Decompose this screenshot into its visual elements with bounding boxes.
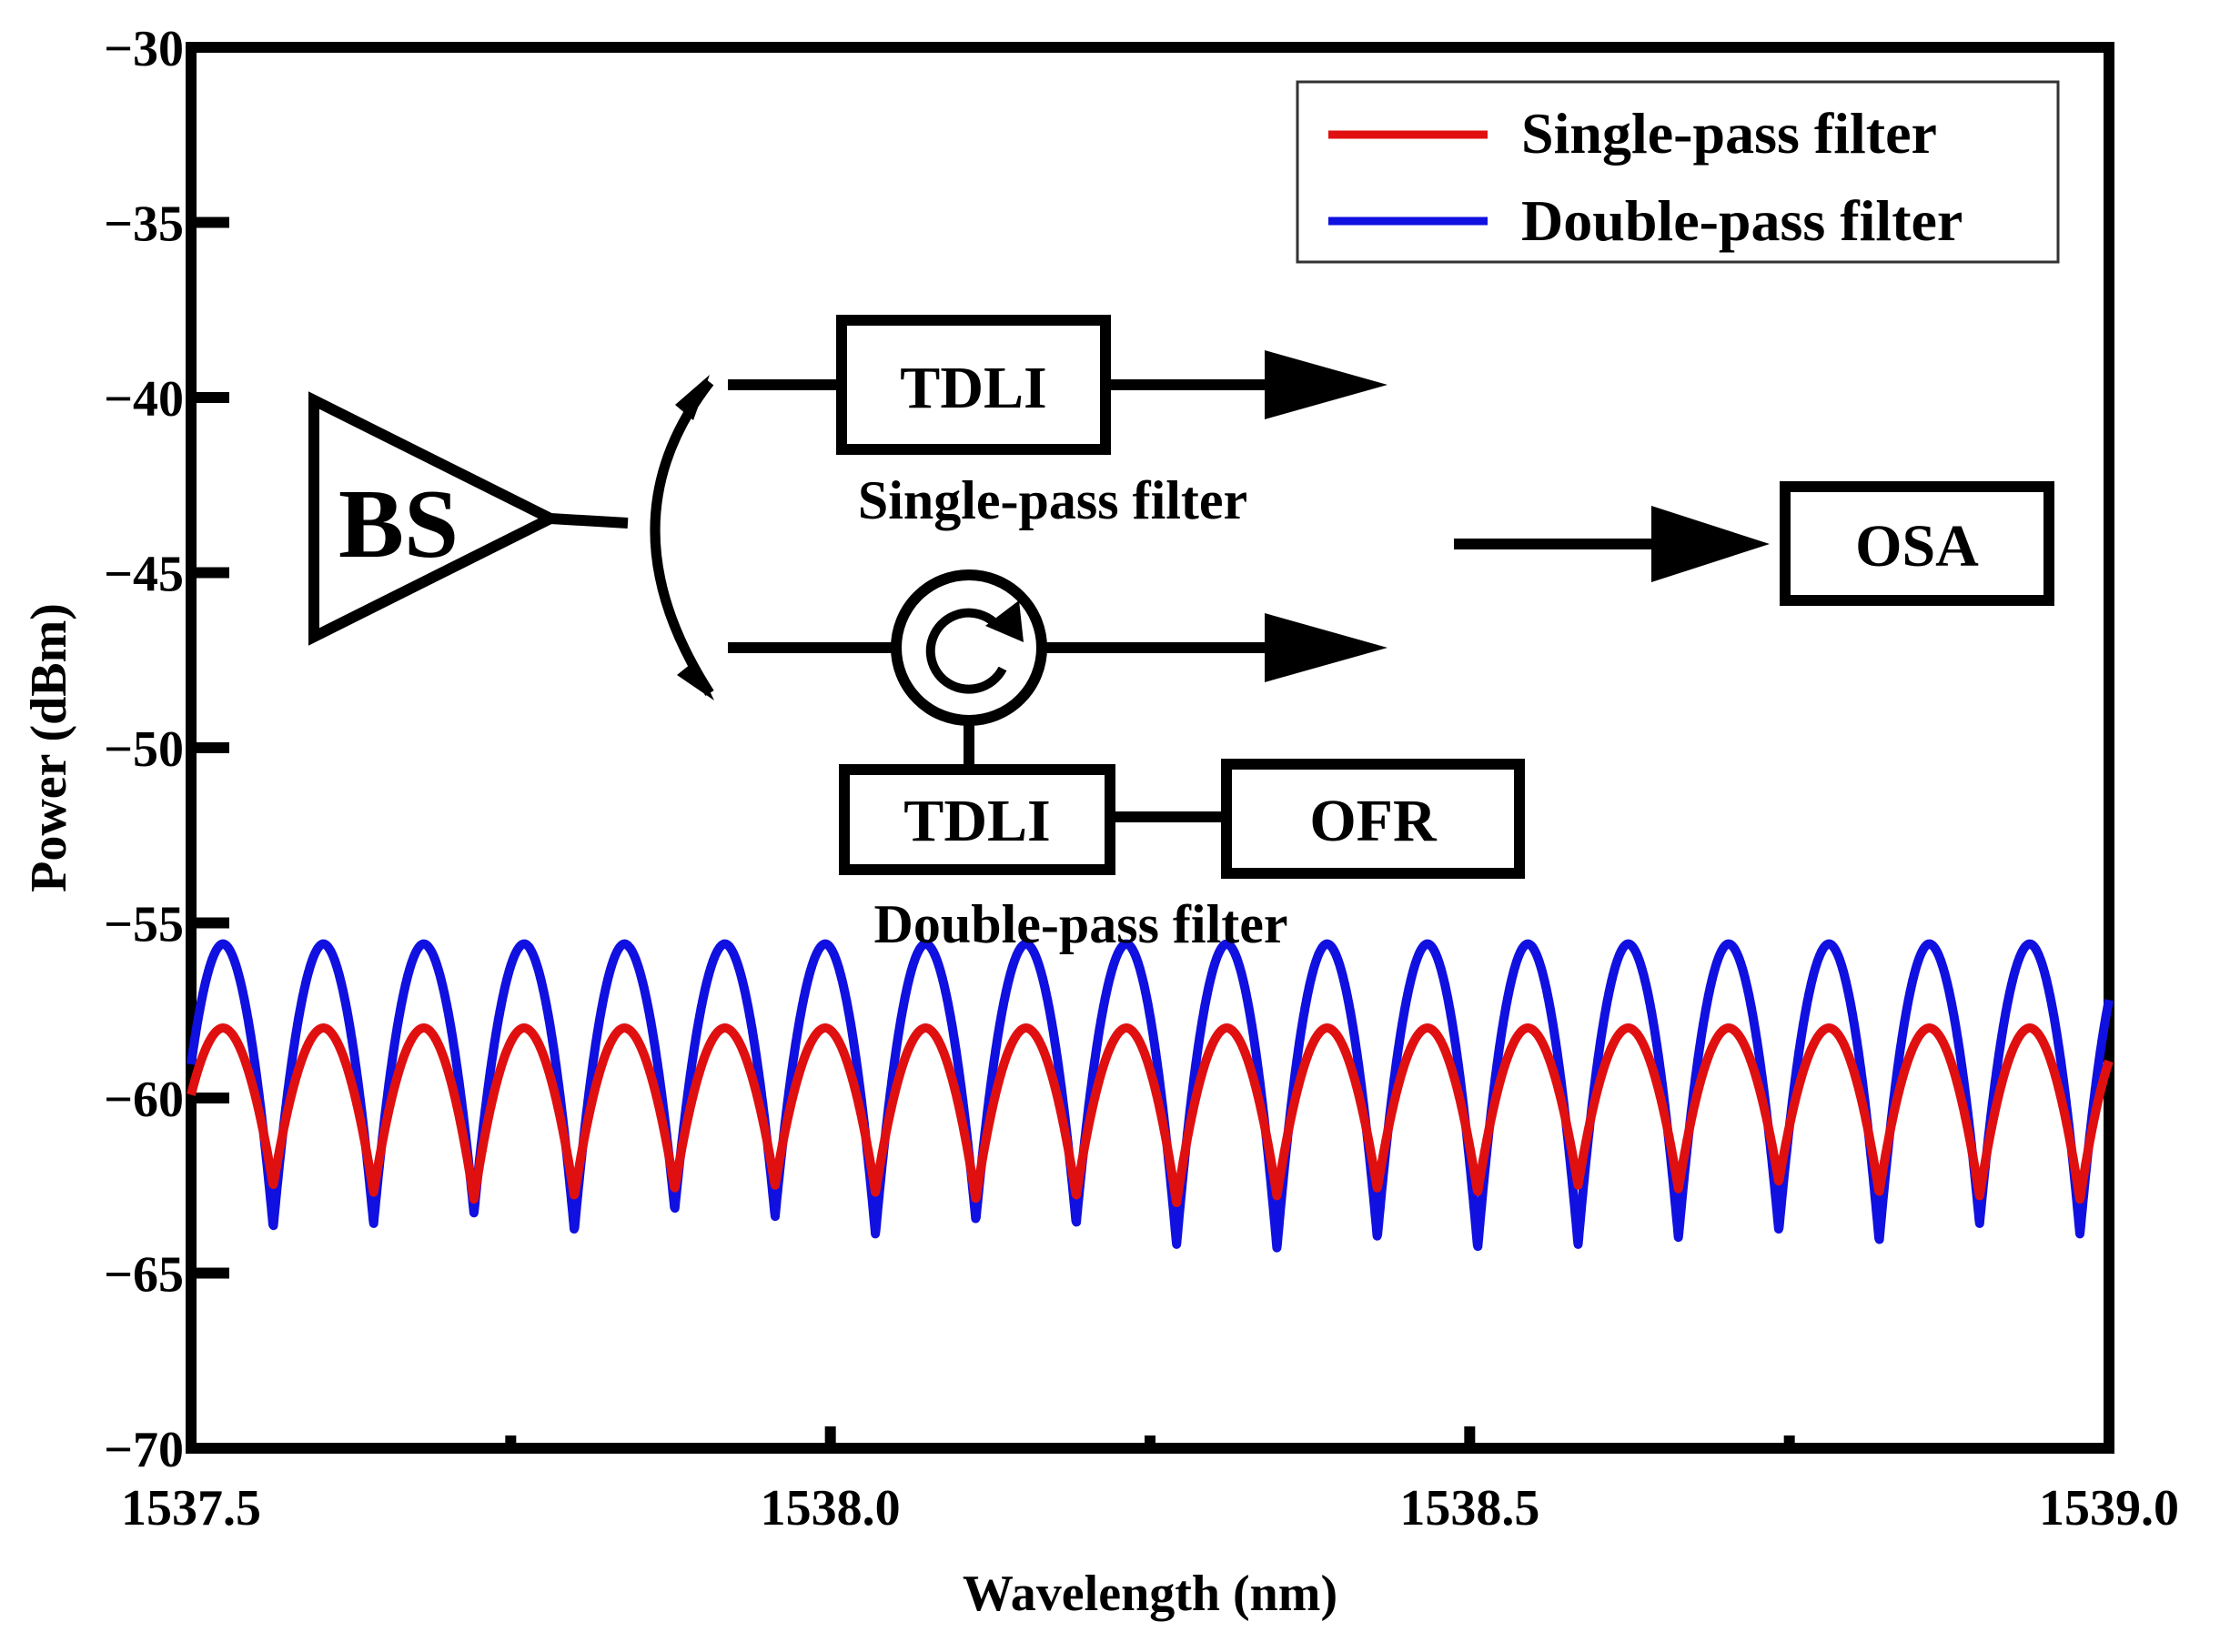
bs-triangle	[308, 391, 563, 646]
y-tick-label: −45	[104, 547, 184, 603]
y-tick-label: −65	[104, 1247, 184, 1304]
legend-label-double-pass: Double-pass filter	[1521, 188, 1963, 253]
tdli-bottom-label: TDLI	[903, 788, 1050, 854]
y-tick-label: −35	[104, 196, 184, 253]
circulator-arrow	[925, 608, 1007, 694]
series-line-single-pass	[187, 1023, 2114, 1207]
osa-label: OSA	[1855, 513, 1979, 579]
x-tick-label: 1538.5	[1399, 1480, 1539, 1536]
tdli-top-label: TDLI	[900, 355, 1046, 421]
circulator	[891, 569, 1047, 726]
x-axis-title: Wavelength (nm)	[963, 1566, 1337, 1622]
legend-label-single-pass: Single-pass filter	[1521, 101, 1937, 166]
y-tick-label: −30	[104, 21, 184, 77]
ofr-box	[1221, 759, 1525, 879]
x-tick-label: 1539.0	[2039, 1480, 2179, 1536]
y-axis-title: Power (dBm)	[21, 603, 77, 892]
y-tick-label: −50	[104, 721, 184, 778]
bs-output-line	[550, 513, 629, 529]
y-tick-label: −40	[104, 371, 184, 428]
y-tick-label: −55	[104, 897, 184, 953]
x-axis: 1537.5 1538.0 1538.5 1539.0	[121, 1426, 2179, 1536]
y-tick-label: −70	[104, 1422, 184, 1478]
legend-box	[1296, 80, 2060, 264]
y-tick-label: −60	[104, 1072, 184, 1128]
series-line-double-pass	[187, 939, 2114, 1253]
to-osa-arrowhead	[1651, 506, 1770, 582]
double-pass-arrowhead	[1265, 613, 1388, 682]
double-pass-caption: Double-pass filter	[874, 894, 1288, 954]
bs-label: BS	[338, 470, 459, 579]
ofr-label: OFR	[1309, 788, 1438, 854]
osa-box	[1780, 481, 2054, 606]
setup-schematic: BS TDLI Single-pass filter TDLI OFR Doub…	[308, 315, 2054, 954]
series-layer	[187, 939, 2114, 1253]
x-tick-label: 1537.5	[121, 1480, 261, 1536]
y-axis: −30 −35 −40 −45 −50 −55 −60 −65 −70	[104, 21, 229, 1478]
x-tick-label: 1538.0	[761, 1480, 901, 1536]
single-pass-arrowhead	[1265, 350, 1388, 419]
splitter-curve	[650, 378, 714, 696]
split-arrow-up	[675, 375, 710, 420]
single-pass-caption: Single-pass filter	[858, 470, 1247, 530]
legend: Single-pass filter Double-pass filter	[1296, 80, 2060, 264]
circulator-arrow-head	[985, 600, 1024, 642]
split-arrow-down	[677, 660, 714, 700]
